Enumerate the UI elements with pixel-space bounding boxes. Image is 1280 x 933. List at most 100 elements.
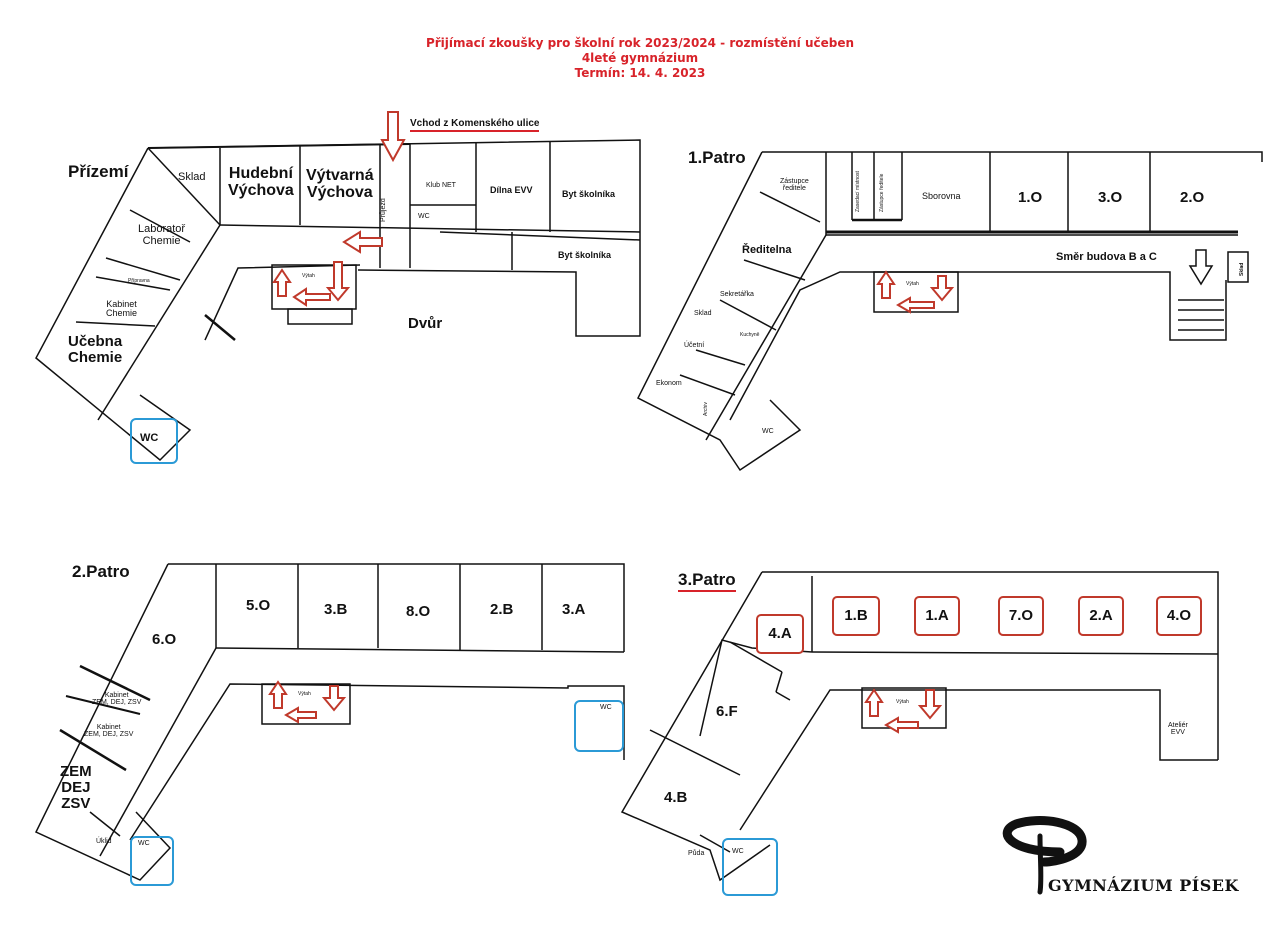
room-wc-ground: WC: [140, 432, 159, 444]
floor3-title: 3.Patro: [678, 570, 736, 592]
entrance-label: Vchod z Komenského ulice: [410, 118, 540, 132]
room-zem-line3: ZSV: [61, 794, 91, 812]
elevator-label-floor2: Výtah: [298, 691, 311, 697]
header-subtitle: 4leté gymnázium: [581, 51, 699, 65]
room-kabinet-line2: Chemie: [106, 308, 138, 319]
room-zastupce-reditele: Zástupce ředitele: [780, 178, 809, 193]
room-hudebni-vychova: Hudební Výchova: [228, 165, 294, 200]
floor3-arrows: [864, 688, 943, 734]
room-kabinet2-line1: Kabinet: [96, 724, 121, 731]
room-byt-skolnika-2: Byt školníka: [558, 250, 612, 260]
ground-floor-title: Přízemí: [68, 162, 129, 181]
room-2b: 2.B: [490, 601, 514, 618]
room-wc-floor3: WC: [732, 848, 744, 855]
room-wc-floor2: WC: [138, 840, 150, 847]
ground-floor-walls: [35, 139, 641, 462]
floor3-wc-frame: [722, 838, 778, 896]
room-laborator-chemie: Laboratoř Chemie: [138, 223, 186, 247]
room-puda: Půda: [688, 850, 705, 857]
room-archiv: Archiv: [703, 402, 709, 416]
floor2-wc-frame: [130, 836, 174, 886]
room-zem-line2: DEJ: [61, 778, 91, 796]
room-atelier-evv: Ateliér EVV: [1168, 722, 1188, 737]
ground-wc-frame: [130, 418, 178, 464]
room-hudebni-line2: Výchova: [228, 181, 294, 199]
floor1-title: 1.Patro: [688, 148, 746, 167]
header-title: Přijímací zkoušky pro školní rok 2023/20…: [425, 36, 855, 50]
room-3a: 3.A: [562, 601, 586, 618]
room-ucebna-line2: Chemie: [68, 348, 123, 366]
elevator-label-floor1: Výtah: [906, 281, 919, 287]
elevator-label-ground: Výtah: [302, 273, 315, 279]
elevator-label-floor3: Výtah: [896, 699, 909, 705]
room-atelier-line1: Ateliér: [1168, 722, 1188, 729]
room-kabinet2-line2: ZEM, DEJ, ZSV: [84, 731, 134, 739]
room-wc-floor2-2: WC: [600, 704, 612, 711]
room-reditelna: Ředitelna: [742, 244, 792, 256]
room-sklad: Sklad: [178, 171, 206, 183]
room-byt-skolnika-1: Byt školníka: [562, 189, 616, 199]
room-sborovna: Sborovna: [922, 191, 961, 201]
room-4a: 4.A: [756, 614, 804, 654]
room-kabinet-chemie: Kabinet Chemie: [106, 299, 138, 319]
room-vytvarna-line1: Výtvarná: [306, 167, 374, 184]
logo-mark: [1002, 816, 1087, 895]
room-kabinet1-line1: Kabinet: [104, 692, 129, 699]
floor1-down-arrow: [1188, 249, 1214, 286]
room-zastupce-reditele-2: Zástupce ředitele: [879, 173, 885, 212]
room-8o: 8.O: [406, 603, 431, 620]
logo-text: GYMNÁZIUM PÍSEK: [1048, 876, 1239, 895]
room-atelier-line2: EVV: [1170, 729, 1185, 737]
room-1a: 1.A: [914, 596, 960, 636]
room-zastupce-line1: Zástupce: [780, 178, 809, 185]
ground-arrows: [272, 111, 406, 307]
room-1b: 1.B: [832, 596, 880, 636]
room-2o: 2.O: [1180, 189, 1205, 206]
direction-budova-b-c: Směr budova B a C: [1056, 251, 1157, 263]
room-zem-line1: ZEM: [60, 763, 92, 780]
room-2a: 2.A: [1078, 596, 1124, 636]
room-wc-small: WC: [418, 213, 430, 220]
room-dilna-evv: Dílna EVV: [490, 185, 533, 195]
room-3b: 3.B: [324, 601, 348, 618]
room-ucebna-chemie: Učebna Chemie: [68, 334, 122, 366]
room-laborator-line2: Chemie: [142, 234, 181, 247]
room-hudebni-line1: Hudební: [228, 165, 293, 182]
header-date: Termín: 14. 4. 2023: [574, 66, 706, 80]
room-kabinet1-line2: ZEM, DEJ, ZSV: [92, 699, 142, 707]
room-ucetni: Účetní: [684, 342, 705, 349]
floor2-wc2-frame: [574, 700, 624, 752]
room-kuchyne: Kuchyně: [740, 332, 760, 338]
room-4o: 4.O: [1156, 596, 1202, 636]
room-4b: 4.B: [664, 789, 688, 806]
room-kabinet-zem-2: Kabinet ZEM, DEJ, ZSV: [84, 724, 133, 739]
room-7o: 7.O: [998, 596, 1044, 636]
room-6f: 6.F: [716, 703, 738, 720]
room-zasedaci-mistnost: Zasedací místnost: [855, 171, 861, 212]
room-laborator-line1: Laboratoř: [138, 223, 186, 235]
room-zastupce-line2: ředitele: [782, 185, 806, 193]
floor3-walls: [620, 571, 1219, 882]
room-6o: 6.O: [152, 631, 177, 648]
room-wc-floor1: WC: [762, 428, 774, 435]
room-sekretarka: Sekretářka: [720, 291, 754, 298]
room-ekonom: Ekonom: [656, 380, 682, 387]
room-1o: 1.O: [1018, 189, 1043, 206]
room-sklad-floor1-2: Sklad: [694, 310, 712, 317]
room-kabinet-line1: Kabinet: [106, 299, 137, 309]
room-zem-dej-zsv: ZEM DEJ ZSV: [60, 764, 92, 811]
floor1-arrows: [876, 270, 955, 314]
room-sklad-floor1: Sklad: [1239, 262, 1245, 276]
floor1-walls: [636, 151, 1263, 472]
floor2-arrows: [268, 680, 347, 724]
floor2-walls: [34, 563, 625, 881]
floor2-title: 2.Patro: [72, 562, 130, 581]
room-vytvarna-vychova: Výtvarná Výchova: [306, 167, 374, 202]
room-5o: 5.O: [246, 597, 271, 614]
room-prujezd: Průjezd: [380, 198, 387, 222]
room-3o: 3.O: [1098, 189, 1123, 206]
room-vytvarna-line2: Výchova: [306, 183, 373, 201]
room-ucebna-line1: Učebna: [68, 333, 123, 350]
page-header: Přijímací zkoušky pro školní rok 2023/20…: [0, 36, 1280, 81]
